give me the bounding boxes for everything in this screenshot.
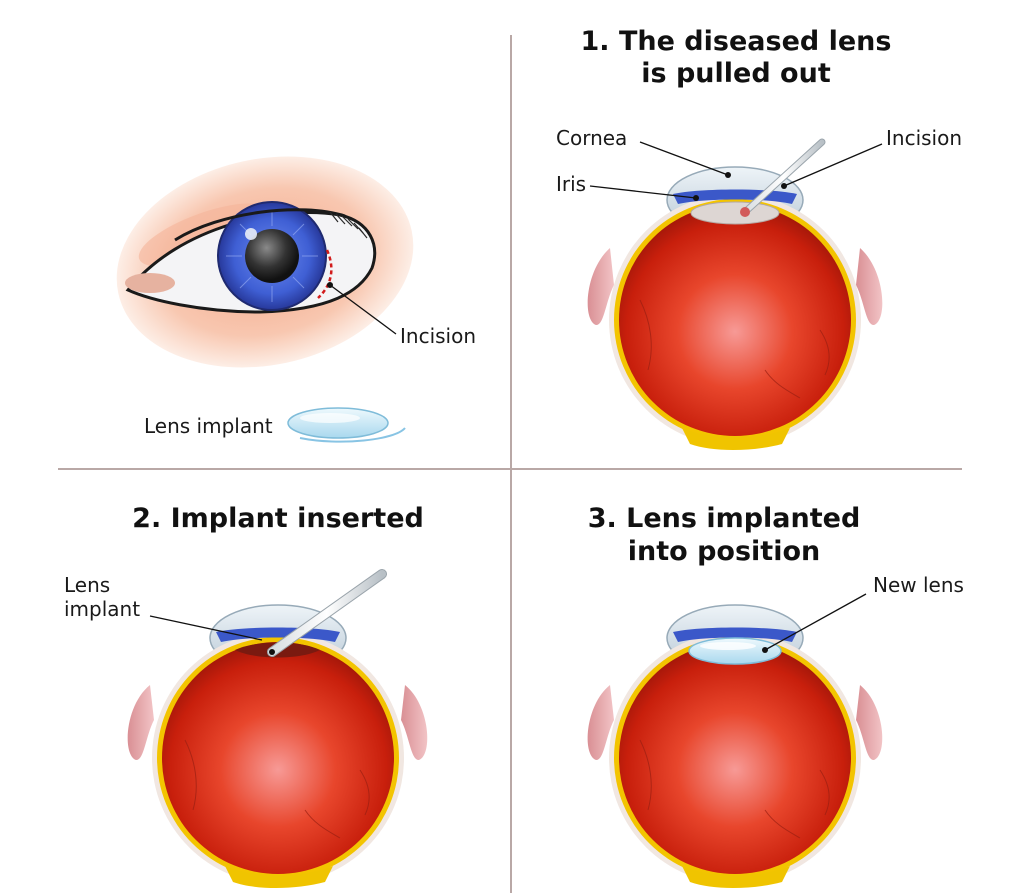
incision-leader-line	[329, 284, 397, 335]
eyeball-step3	[587, 604, 883, 888]
cornea-label: Cornea	[556, 126, 627, 150]
lens-implant-label-top-left: Lens implant	[144, 414, 273, 438]
external-eye-illustration	[116, 156, 414, 368]
incision-leader-line-step1	[783, 143, 883, 187]
eyeball-step2	[127, 569, 428, 888]
lens-implant-label-line1: Lens	[64, 573, 110, 597]
lens-implant-label-line2: implant	[64, 597, 140, 621]
pupil-shape	[245, 229, 299, 283]
new-lens-leader-line	[764, 593, 867, 651]
iris-label: Iris	[556, 172, 586, 196]
lens-implant-leader-line	[149, 615, 263, 641]
step1-title-line1: 1. The diseased lens	[581, 26, 892, 57]
iris-leader-line	[589, 185, 697, 199]
step3-title-line1: 3. Lens implanted	[588, 503, 861, 534]
step3-title-line2: into position	[628, 536, 820, 567]
cornea-leader-line	[639, 141, 729, 176]
incision-label-top-left: Incision	[400, 324, 476, 348]
incision-label-step1: Incision	[886, 126, 962, 150]
eyeball-step1	[587, 138, 883, 450]
new-lens-label: New lens	[873, 573, 964, 597]
lens-implant-illustration	[287, 407, 406, 443]
step2-title: 2. Implant inserted	[132, 503, 424, 534]
step1-title-line2: is pulled out	[641, 58, 831, 89]
